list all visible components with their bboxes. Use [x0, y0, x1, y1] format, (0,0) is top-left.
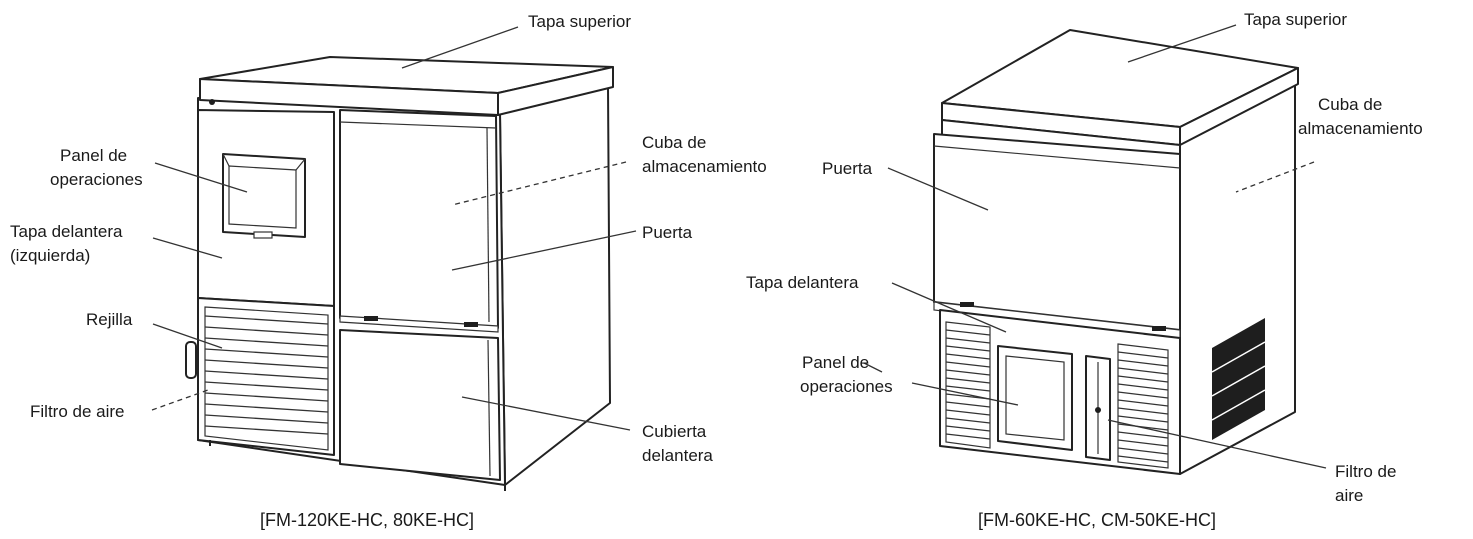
- left-control-screen: [228, 165, 297, 229]
- right-label-door: Puerta: [822, 159, 873, 178]
- left-label-front-panel-2: delantera: [642, 446, 713, 465]
- right-side-vent: [1211, 318, 1266, 440]
- left-label-control-panel-1: Panel de: [60, 146, 127, 165]
- left-label-door: Puerta: [642, 223, 693, 242]
- right-label-control-panel-1: Panel de: [802, 353, 869, 372]
- left-side-panel: [499, 85, 611, 486]
- right-label-top-cover: Tapa superior: [1244, 10, 1347, 29]
- right-door: [933, 133, 1181, 331]
- left-leader-lines: [151, 26, 637, 431]
- right-label-storage-bin-2: almacenamiento: [1298, 119, 1423, 138]
- left-caption: [FM-120KE-HC, 80KE-HC]: [260, 510, 474, 530]
- left-grille-slats: [204, 315, 329, 435]
- left-label-top-cover: Tapa superior: [528, 12, 631, 31]
- left-top-side-edge: [497, 66, 614, 116]
- left-label-grille: Rejilla: [86, 310, 133, 329]
- right-label-air-filter-1: Filtro de: [1335, 462, 1396, 481]
- right-left-vent: [945, 321, 991, 449]
- right-control-screen: [1005, 355, 1065, 441]
- left-label-storage-bin-1: Cuba de: [642, 133, 706, 152]
- right-label-control-panel-2: operaciones: [800, 377, 893, 396]
- right-front-vent: [1117, 343, 1169, 469]
- left-front-panel: [339, 329, 501, 481]
- left-label-front-panel-1: Cubierta: [642, 422, 707, 441]
- right-leader-lines: [863, 24, 1327, 469]
- left-door: [339, 109, 499, 329]
- left-label-storage-bin-2: almacenamiento: [642, 157, 767, 176]
- right-labels: Tapa superior Cuba de almacenamiento Pue…: [746, 10, 1423, 530]
- left-labels: Tapa superior Panel de operaciones Tapa …: [10, 12, 767, 530]
- left-label-air-filter: Filtro de aire: [30, 402, 124, 421]
- left-air-filter-handle: [185, 341, 197, 379]
- left-top-screw: [209, 99, 215, 105]
- right-label-front-cover: Tapa delantera: [746, 273, 859, 292]
- right-machine-drawing: [933, 29, 1299, 475]
- right-label-storage-bin-1: Cuba de: [1318, 95, 1382, 114]
- right-top-side-edge: [1179, 67, 1299, 146]
- left-label-front-cover-1: Tapa delantera: [10, 222, 123, 241]
- left-machine-drawing: [185, 56, 614, 491]
- right-label-air-filter-2: aire: [1335, 486, 1363, 505]
- left-label-control-panel-2: operaciones: [50, 170, 143, 189]
- left-label-front-cover-2: (izquierda): [10, 246, 90, 265]
- right-caption: [FM-60KE-HC, CM-50KE-HC]: [978, 510, 1216, 530]
